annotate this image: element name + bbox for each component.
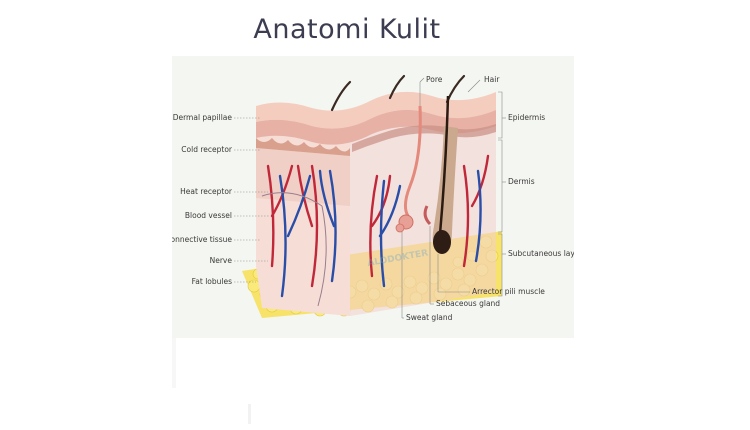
label-pore: Pore [426,75,443,84]
label-dermal-papillae: Dermal papillae [173,113,233,122]
faint-edge-mark-2 [248,404,251,424]
skin-cross-section-illustration: ALODOKTER Dermal papillae Cold receptor … [172,74,574,322]
nerve-fibers [261,192,327,307]
label-cold-receptor: Cold receptor [181,145,233,154]
left-labels: Dermal papillae Cold receptor Heat recep… [172,113,270,286]
label-epidermis: Epidermis [508,113,545,122]
top-labels: Pore Hair [419,75,500,106]
label-connective-tissue: Connective tissue [172,235,232,244]
label-fat-lobules: Fat lobules [192,277,232,286]
slide-title: Anatomi Kulit [253,14,441,45]
label-nerve: Nerve [210,256,233,265]
label-blood-vessel: Blood vessel [185,211,232,220]
epidermis-layer [256,91,496,156]
label-hair: Hair [484,75,500,84]
label-sebaceous-gland: Sebaceous gland [436,299,500,308]
sweat-gland [395,105,422,233]
hair-follicle [423,95,458,254]
layer-brackets [498,91,503,297]
blood-vessels [266,154,490,298]
right-labels: Epidermis Dermis Subcutaneous layer [502,113,574,258]
faint-edge-mark [172,338,176,388]
label-arrector-pili-muscle: Arrector pili muscle [472,287,545,296]
skin-block-front [256,96,496,316]
bottom-labels: Arrector pili muscle Sebaceous gland Swe… [401,226,545,322]
label-heat-receptor: Heat receptor [180,187,233,196]
label-dermis: Dermis [508,177,535,186]
skin-anatomy-figure: ALODOKTER Dermal papillae Cold receptor … [172,56,574,338]
label-sweat-gland: Sweat gland [406,313,453,322]
label-subcutaneous-layer: Subcutaneous layer [508,249,574,258]
